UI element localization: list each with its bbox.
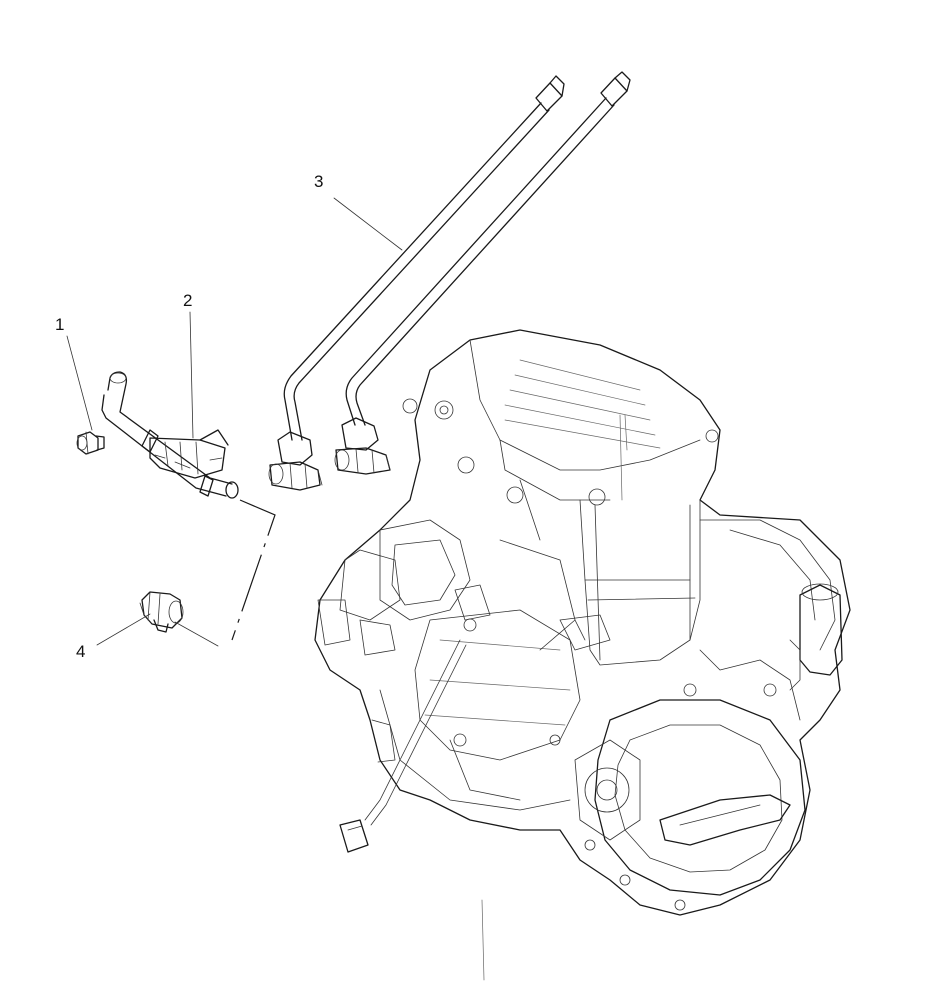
leader-line-3 xyxy=(333,197,403,251)
leader-line-4a xyxy=(96,613,151,646)
leader-line-1 xyxy=(66,335,93,431)
callout-4: 4 xyxy=(76,642,85,661)
callout-2: 2 xyxy=(183,291,192,310)
leader-lines xyxy=(66,197,403,647)
spark-plug-wire-3 xyxy=(268,71,631,491)
leader-line-2 xyxy=(189,311,194,439)
callout-numbers: 1 2 3 4 xyxy=(55,172,323,661)
leader-line-4b xyxy=(174,621,219,647)
connector-part-4 xyxy=(139,591,184,633)
callout-1: 1 xyxy=(55,315,64,334)
sensor-bracket-part-2 xyxy=(101,371,239,499)
engine-assembly xyxy=(314,329,851,981)
fitting-part-1 xyxy=(76,431,105,455)
callout-3: 3 xyxy=(314,172,323,191)
assembly-dashed-bracket xyxy=(231,499,276,641)
